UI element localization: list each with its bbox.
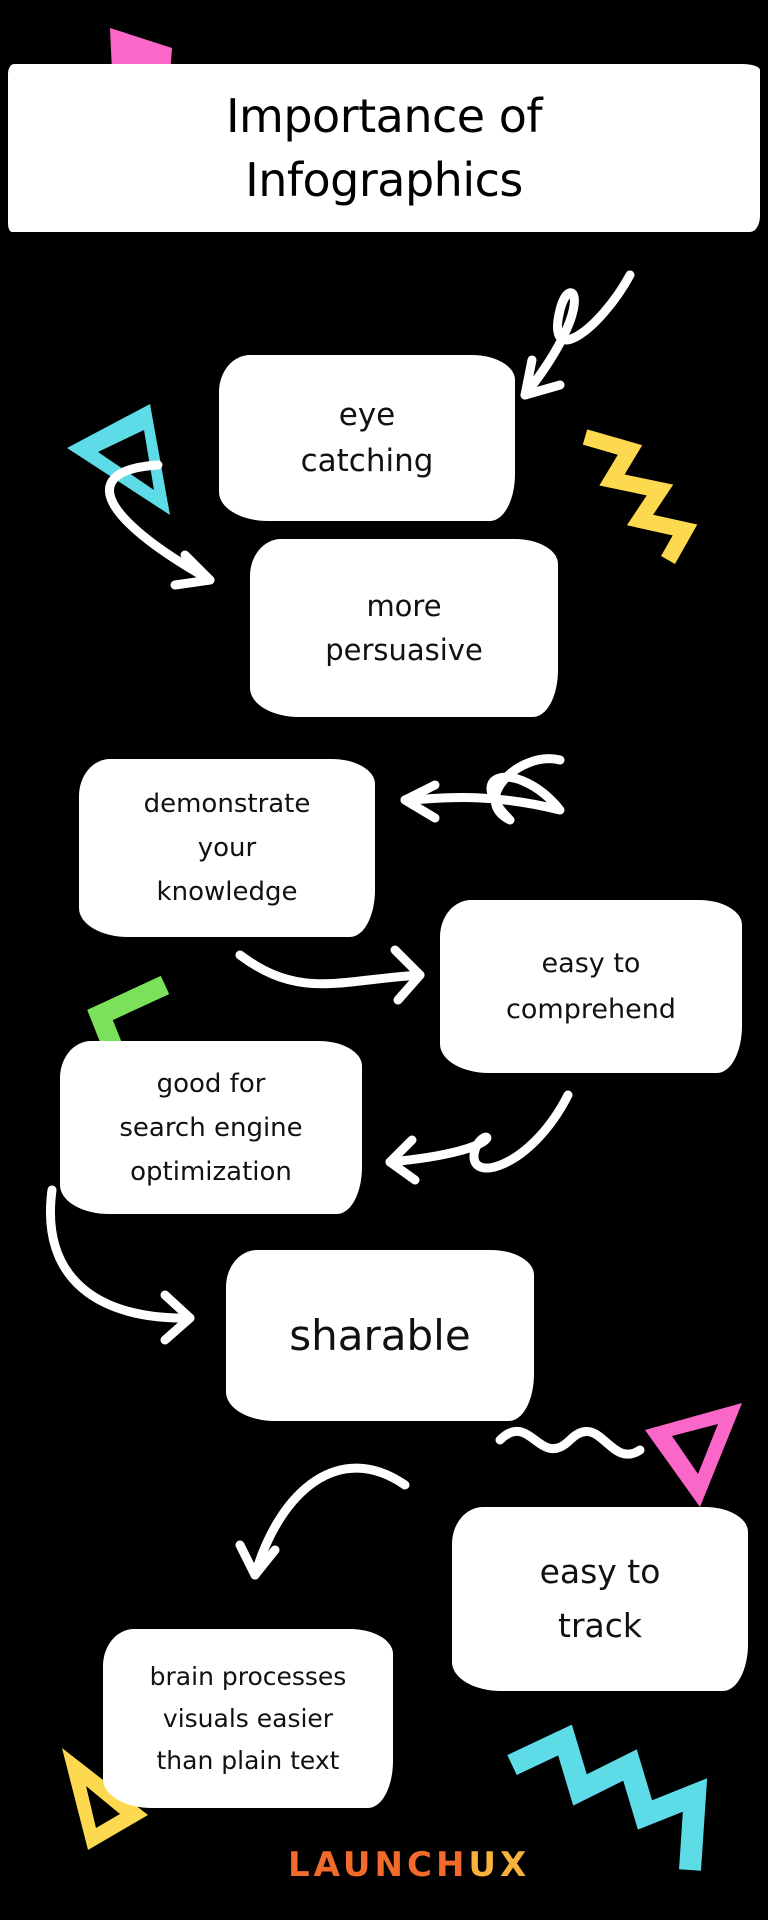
arrow-swirl-5 [385, 1090, 573, 1173]
step-text: catching [300, 443, 434, 479]
step-easy-to-comprehend: easy to comprehend [443, 903, 739, 1070]
arrow-wave-7 [495, 1426, 645, 1459]
step-text: more [366, 589, 442, 623]
step-text: eye [338, 397, 396, 433]
step-text: track [558, 1606, 642, 1645]
step-text: knowledge [156, 877, 298, 907]
logo-part-2: UX [468, 1845, 531, 1885]
step-text: optimization [130, 1156, 292, 1187]
yellow-triangle [62, 1748, 148, 1850]
arrow-curve-6 [46, 1185, 195, 1323]
step-text: easy to [539, 1552, 661, 1591]
title-line-1: Importance of [225, 89, 543, 143]
step-seo: good for search engine optimization [63, 1044, 359, 1211]
step-eye-catching: eye catching [222, 358, 512, 518]
yellow-zigzag [582, 429, 698, 564]
title-line-2: Infographics [245, 153, 523, 207]
step-brain-processes: brain processes visuals easier than plai… [106, 1632, 390, 1805]
step-text: demonstrate [143, 789, 311, 819]
step-text: comprehend [506, 993, 676, 1025]
step-text: good for [156, 1068, 266, 1099]
step-text: sharable [289, 1311, 471, 1360]
logo-part-1: LAUNCH [288, 1845, 469, 1885]
step-text: search engine [119, 1112, 303, 1143]
arrow-curve-8 [250, 1463, 410, 1580]
step-text: easy to [541, 947, 641, 979]
step-text: persuasive [325, 633, 483, 667]
cyan-zigzag [507, 1724, 708, 1871]
step-text: than plain text [156, 1745, 340, 1775]
arrow-curve-2 [104, 460, 215, 585]
step-text: your [197, 833, 257, 863]
arrow-zigzag-3 [400, 754, 565, 825]
step-text: brain processes [149, 1661, 347, 1691]
step-text: visuals easier [162, 1703, 334, 1733]
step-sharable: sharable [229, 1253, 531, 1418]
step-easy-to-track: easy to track [455, 1510, 745, 1688]
step-demonstrate-knowledge: demonstrate your knowledge [82, 762, 372, 934]
arrow-swirl-1 [520, 270, 635, 400]
step-more-persuasive: more persuasive [253, 542, 555, 714]
title-banner: Importance of Infographics [8, 64, 760, 232]
arrow-curve-4 [235, 950, 425, 989]
